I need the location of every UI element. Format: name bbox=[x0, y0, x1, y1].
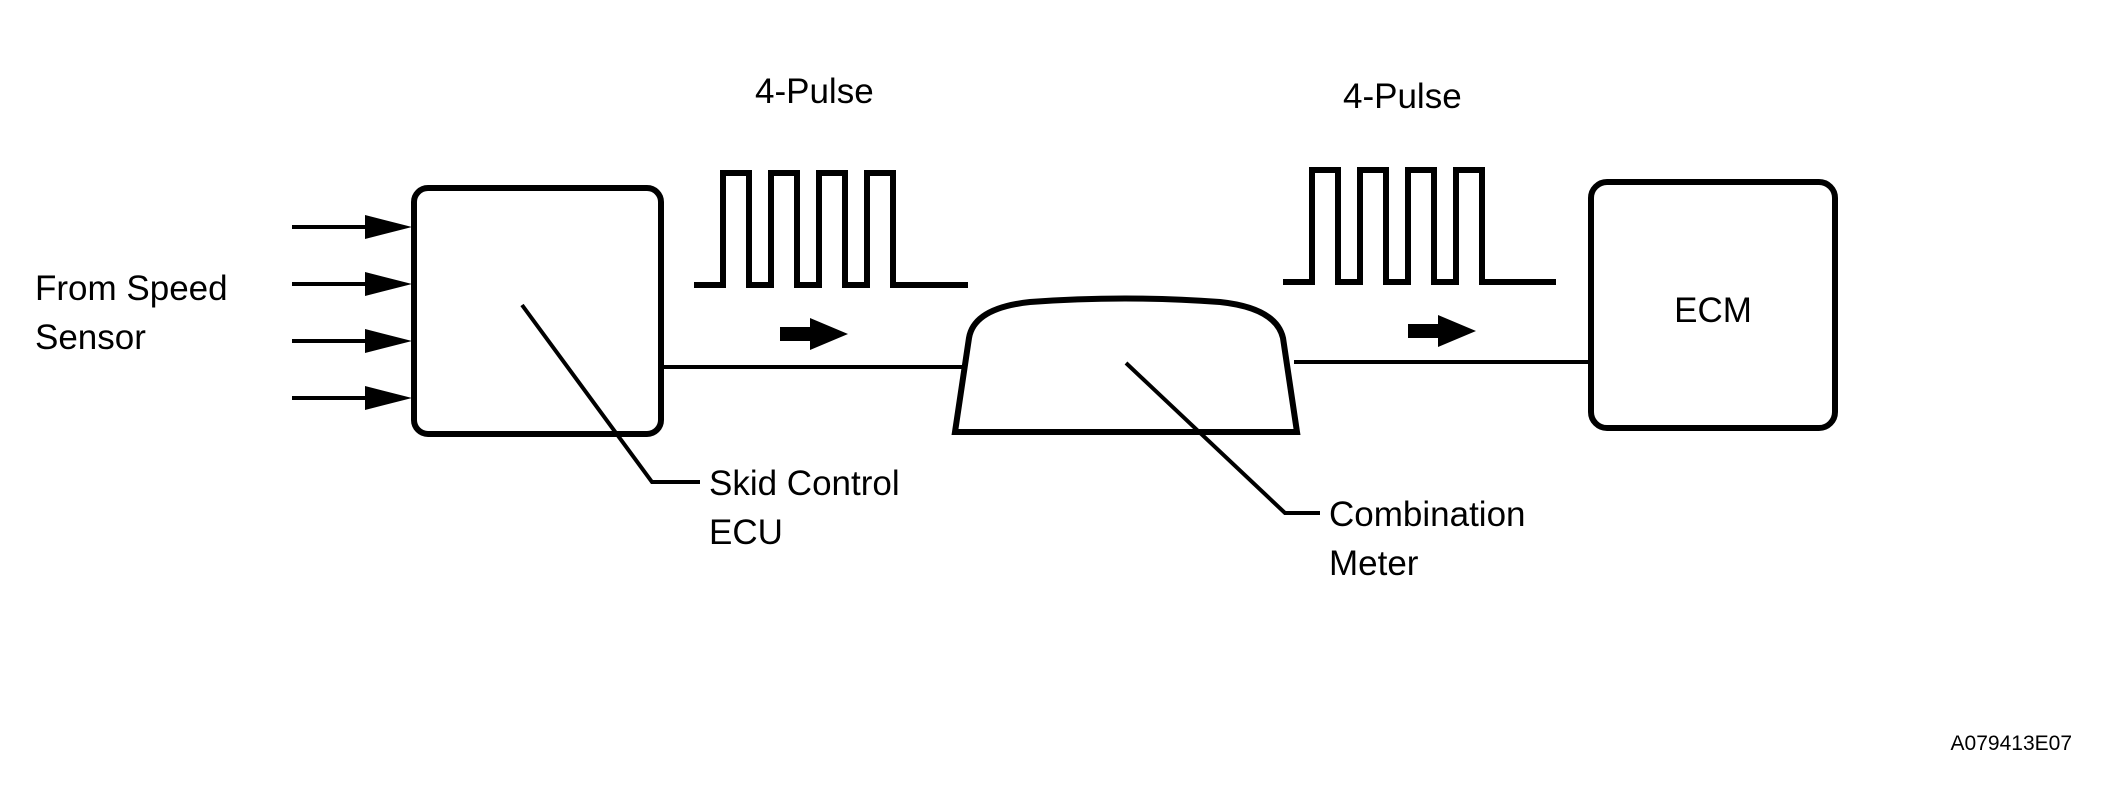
from-speed-sensor-label-line1: From Speed bbox=[35, 269, 228, 308]
combination-meter-label-line2: Meter bbox=[1329, 544, 1419, 583]
from-speed-sensor-label-line2: Sensor bbox=[35, 318, 146, 357]
pulse-label-left: 4-Pulse bbox=[755, 72, 874, 111]
combination-meter-label-line1: Combination bbox=[1329, 495, 1526, 534]
skid-control-ecu-box bbox=[411, 185, 664, 437]
speed-sensor-input-arrows bbox=[292, 215, 412, 410]
figure-code: A079413E07 bbox=[1951, 732, 2072, 755]
combination-meter-leader-line bbox=[1124, 361, 1320, 515]
ecm-label: ECM bbox=[1674, 291, 1752, 330]
ecm-box bbox=[1588, 179, 1838, 431]
pulse-label-right: 4-Pulse bbox=[1343, 77, 1462, 116]
input-arrowhead-4 bbox=[365, 386, 412, 410]
skid-control-ecu-label-line2: ECU bbox=[709, 513, 783, 552]
pulse-waveform-right bbox=[1283, 167, 1556, 285]
skid-control-leader-line bbox=[520, 303, 700, 484]
input-arrowhead-3 bbox=[365, 329, 412, 353]
signal-direction-arrow-right bbox=[1408, 315, 1476, 347]
signal-direction-arrow-left bbox=[780, 318, 848, 350]
input-arrowhead-2 bbox=[365, 272, 412, 296]
input-arrowhead-1 bbox=[365, 215, 412, 239]
pulse-waveform-left bbox=[694, 170, 968, 288]
skid-control-ecu-label-line1: Skid Control bbox=[709, 464, 900, 503]
